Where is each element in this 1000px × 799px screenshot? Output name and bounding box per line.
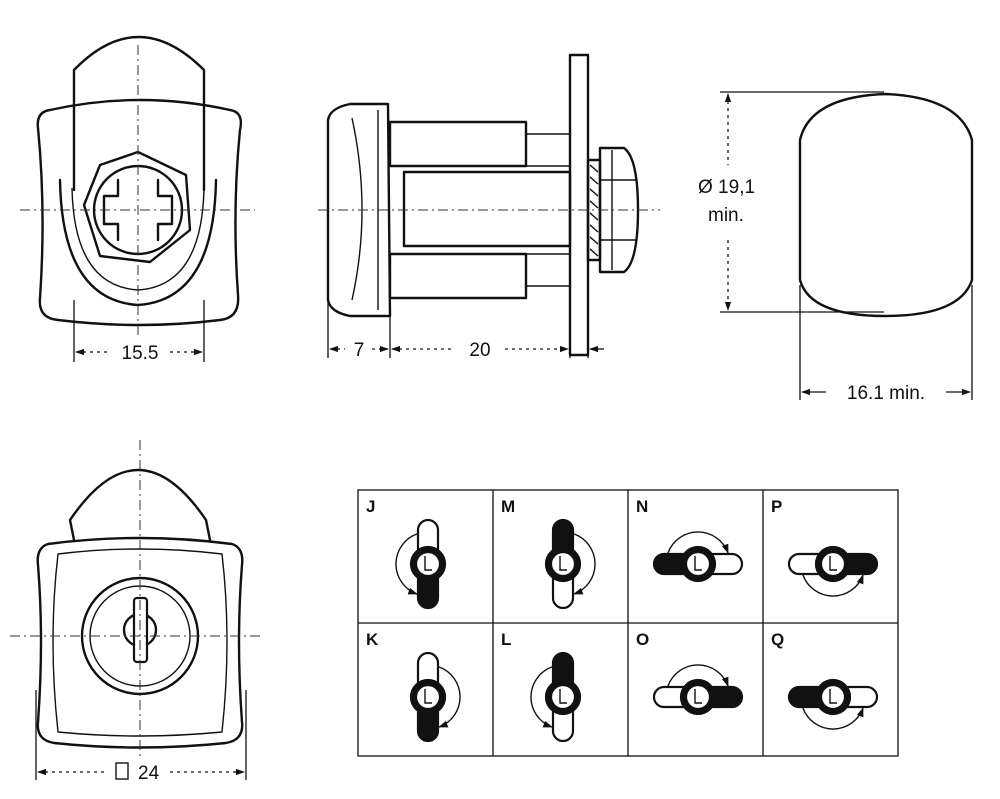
cam-cell-p: P: [771, 497, 879, 597]
sleeve-lines: [72, 110, 206, 192]
rotation-arrow: [395, 533, 419, 595]
key-mark: [559, 556, 567, 571]
lock-plug-inner: [684, 550, 712, 578]
dim-body-length: 20: [469, 340, 490, 361]
rotation-arrow: [802, 706, 864, 730]
cam-cell-label: Q: [771, 630, 784, 649]
body-top: [388, 120, 528, 168]
cam-cell-label: M: [501, 497, 515, 516]
cam-cell-l: L: [501, 630, 582, 743]
cam-cell-label: P: [771, 497, 782, 516]
key-mark: [829, 689, 837, 704]
cam-cell-label: J: [366, 497, 375, 516]
body-cylinder: [402, 170, 572, 248]
cam-cell-m: M: [501, 497, 596, 610]
dim-front-width: 15.5: [122, 343, 159, 364]
lock-plug-inner: [414, 550, 442, 578]
face-inner-outline: [52, 548, 228, 737]
key-mark: [424, 556, 432, 571]
side-view: 7 20: [318, 53, 660, 361]
lock-plug-inner: [414, 683, 442, 711]
key-mark: [559, 689, 567, 704]
key-mark: [694, 689, 702, 704]
lock-plug-inner: [684, 683, 712, 711]
rotation-arrow: [802, 573, 864, 597]
head-curve: [351, 117, 363, 301]
face-view: 24: [10, 440, 262, 784]
rotation-arrow: [572, 533, 596, 595]
key-mark: [694, 556, 702, 571]
cam-cell-label: N: [636, 497, 648, 516]
cam-cell-o: O: [636, 630, 744, 716]
dim-face-size: 24: [138, 763, 160, 784]
lock-plug-inner: [549, 550, 577, 578]
lock-plug-inner: [549, 683, 577, 711]
key-mark: [829, 556, 837, 571]
rotation-arrow: [437, 666, 461, 728]
front-view: 15.5: [20, 35, 255, 364]
body-bottom: [388, 252, 528, 300]
dim-head-depth: 7: [354, 340, 365, 361]
lock-plug-inner: [819, 550, 847, 578]
front-face-outline: [36, 98, 243, 327]
rotation-arrow: [530, 666, 554, 728]
cam-tongue-outline: [72, 35, 206, 114]
cam-cell-label: K: [366, 630, 379, 649]
dim-cutout-flat: 16.1 min.: [847, 383, 925, 404]
rotation-arrow: [667, 531, 729, 555]
hex-nut: [82, 150, 192, 264]
cam-cell-j: J: [366, 497, 447, 610]
face-outline: [36, 536, 244, 749]
cam-cell-label: L: [501, 630, 511, 649]
rotation-arrow: [667, 664, 729, 688]
dim-cutout-diameter: Ø 19,1: [698, 177, 755, 198]
panel-cutout: Ø 19,1 min. 16.1 min.: [698, 91, 974, 404]
lock-plug-inner: [819, 683, 847, 711]
dim-cutout-diameter-suffix: min.: [708, 205, 744, 226]
cam-cell-k: K: [366, 630, 461, 743]
cam-cell-q: Q: [771, 630, 879, 730]
cam-cell-label: O: [636, 630, 649, 649]
cam-cell-n: N: [636, 497, 744, 583]
cam-position-table: J M N P K L O Q: [357, 489, 899, 757]
key-mark: [424, 689, 432, 704]
face-cam-top: [68, 469, 212, 542]
cutout-outline: [798, 92, 974, 318]
square-symbol: [115, 762, 129, 780]
panel-section: [568, 53, 590, 357]
